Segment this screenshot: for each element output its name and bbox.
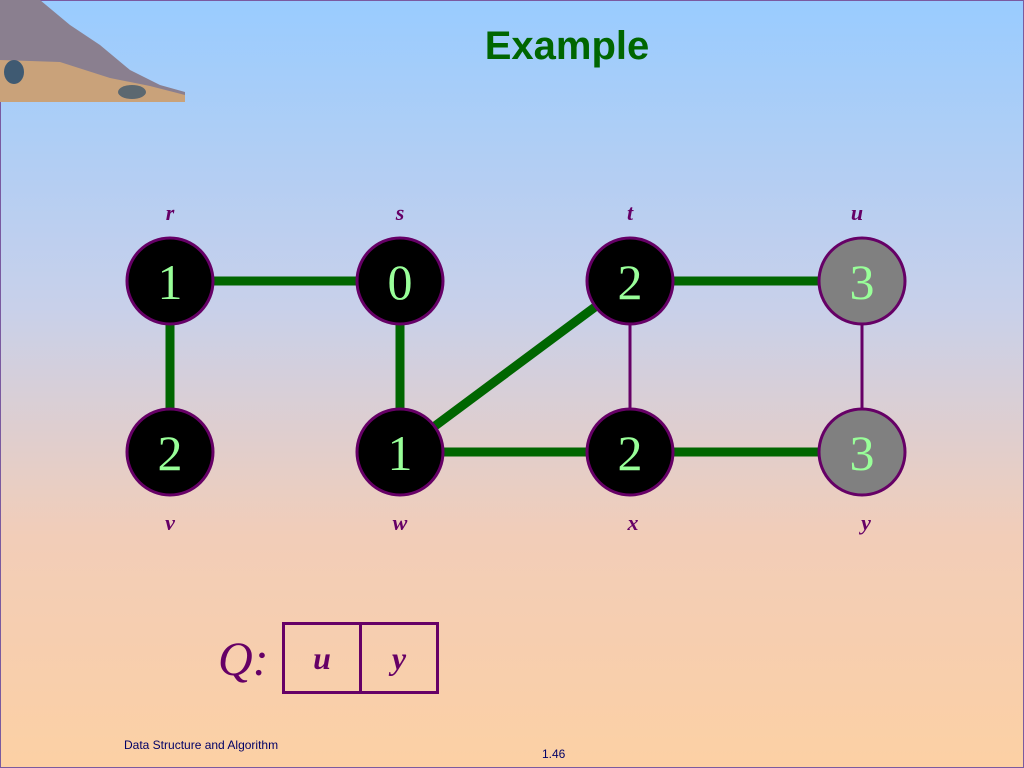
vertex-circle xyxy=(355,236,445,326)
vertex-circle xyxy=(817,236,907,326)
vertex-distance: 3 xyxy=(850,425,875,481)
edge-w-t xyxy=(397,277,633,456)
vertex-v: 2 xyxy=(125,407,215,497)
vertex-circle xyxy=(585,407,675,497)
vertex-distance: 1 xyxy=(388,425,413,481)
vertex-name-x: x xyxy=(627,510,639,535)
vertex-name-s: s xyxy=(395,200,405,225)
vertex-distance: 2 xyxy=(618,425,643,481)
vertex-distance: 2 xyxy=(618,254,643,310)
vertex-name-v: v xyxy=(165,510,175,535)
vertex-w: 1 xyxy=(355,407,445,497)
queue-cell: u xyxy=(313,640,331,676)
vertex-name-y: y xyxy=(861,510,871,535)
vertex-name-u: u xyxy=(850,200,864,225)
footer-course: Data Structure and Algorithm xyxy=(124,738,279,752)
queue-box: u y xyxy=(282,622,439,694)
vertex-distance: 1 xyxy=(158,254,183,310)
vertex-circle xyxy=(355,407,445,497)
slide-title: Example xyxy=(484,24,650,68)
vertex-s: 0 xyxy=(355,236,445,326)
vertex-circle xyxy=(585,236,675,326)
vertex-x: 2 xyxy=(585,407,675,497)
vertex-name-r: r xyxy=(165,200,175,225)
footer-page-number: 1.46 xyxy=(542,747,566,761)
queue-label: Q: xyxy=(218,633,269,686)
vertex-r: 1 xyxy=(125,236,215,326)
vertex-distance: 3 xyxy=(850,254,875,310)
vertex-name-w: w xyxy=(392,510,408,535)
vertex-circle xyxy=(125,236,215,326)
mountain-logo xyxy=(0,0,185,102)
vertex-y: 3 xyxy=(817,407,907,497)
vertex-u: 3 xyxy=(817,236,907,326)
vertex-circle xyxy=(125,407,215,497)
vertex-distance: 0 xyxy=(388,254,413,310)
vertex-circle xyxy=(817,407,907,497)
vertex-t: 2 xyxy=(585,236,675,326)
queue-cell: y xyxy=(359,625,436,691)
vertex-name-t: t xyxy=(626,200,634,225)
vertex-distance: 2 xyxy=(158,425,183,481)
